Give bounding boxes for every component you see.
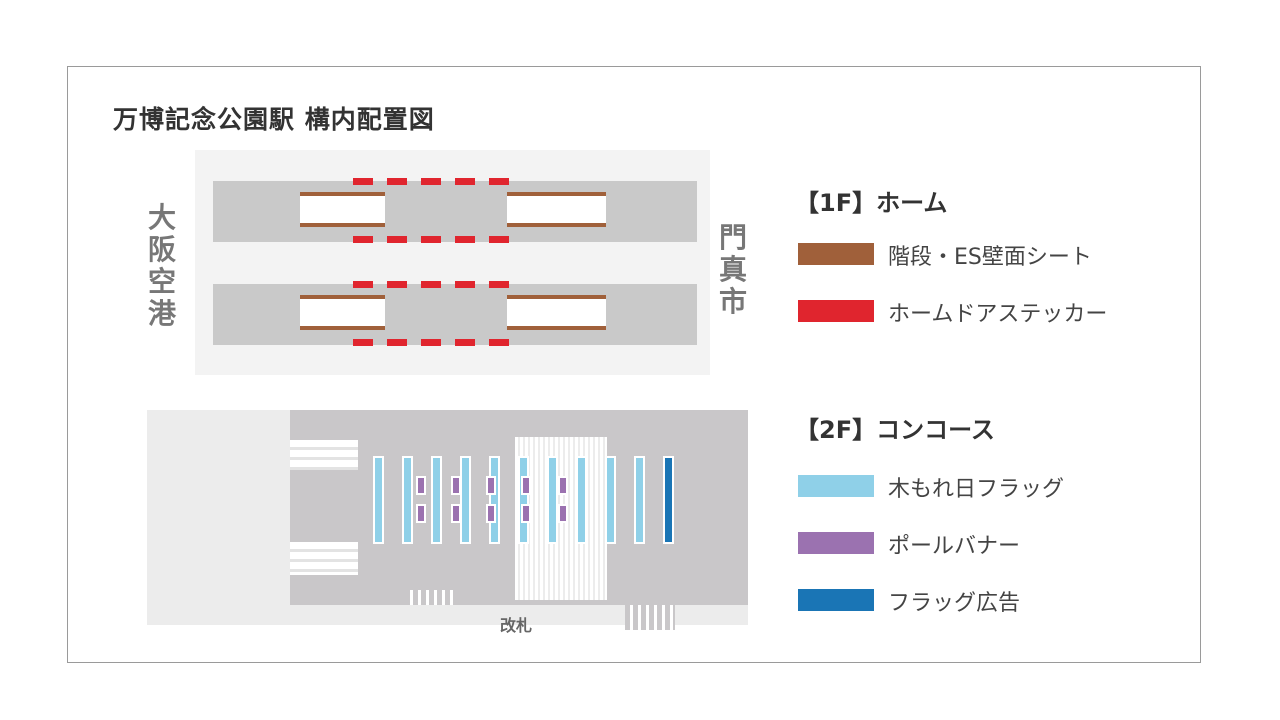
komorebi-flag	[373, 456, 384, 544]
pole-banner	[558, 504, 568, 523]
door-sticker	[421, 281, 441, 288]
door-sticker	[489, 236, 509, 243]
door-sticker	[421, 339, 441, 346]
legend-swatch-pole-banner	[798, 532, 874, 554]
legend-swatch-komorebi-flag	[798, 475, 874, 497]
door-sticker	[455, 236, 475, 243]
legend-label: 階段・ES壁面シート	[888, 245, 1092, 270]
door-sticker	[353, 281, 373, 288]
flag-ad	[663, 456, 674, 544]
komorebi-flag	[547, 456, 558, 544]
pole-banner	[451, 476, 461, 495]
stairs-lower	[290, 542, 358, 575]
station-label-kadoma: 門真市	[718, 221, 747, 318]
door-sticker	[489, 339, 509, 346]
door-sticker	[455, 281, 475, 288]
komorebi-flag	[402, 456, 413, 544]
platform	[213, 284, 697, 345]
gate-label: 改札	[500, 616, 533, 635]
legend-1f-heading: 【1F】ホーム	[795, 189, 948, 217]
pole-banner	[416, 476, 426, 495]
legend-label: ホームドアステッカー	[888, 302, 1108, 327]
komorebi-flag	[634, 456, 645, 544]
pole-banner	[416, 504, 426, 523]
door-sticker	[353, 178, 373, 185]
gate-machines	[625, 605, 675, 630]
stair-opening	[300, 195, 385, 225]
komorebi-flag	[518, 456, 529, 544]
door-sticker	[387, 178, 407, 185]
komorebi-flag	[576, 456, 587, 544]
legend-swatch-wall-sheet	[798, 243, 874, 265]
legend-label: ポールバナー	[888, 534, 1021, 559]
door-sticker	[455, 339, 475, 346]
stair-opening	[507, 298, 606, 328]
legend-swatch-flag-ad	[798, 589, 874, 611]
pole-banner	[486, 476, 496, 495]
door-sticker	[489, 281, 509, 288]
stair-opening	[507, 195, 606, 225]
wall-sheet	[507, 295, 606, 299]
legend-label: フラッグ広告	[888, 591, 1021, 616]
door-sticker	[353, 339, 373, 346]
wall-sheet	[300, 295, 385, 299]
wall-sheet	[300, 223, 385, 227]
wall-sheet	[300, 326, 385, 330]
door-sticker	[387, 281, 407, 288]
legend-label: 木もれ日フラッグ	[888, 477, 1065, 502]
wall-sheet	[507, 192, 606, 196]
wall-sheet	[507, 326, 606, 330]
pole-banner	[521, 504, 531, 523]
komorebi-flag	[431, 456, 442, 544]
gate-machines	[405, 590, 455, 605]
station-label-osaka-airport: 大阪空港	[147, 201, 176, 330]
pole-banner	[486, 504, 496, 523]
pole-banner	[451, 504, 461, 523]
komorebi-flag	[460, 456, 471, 544]
page-title: 万博記念公園駅 構内配置図	[113, 105, 435, 134]
legend-swatch-door-sticker	[798, 300, 874, 322]
stair-opening	[300, 298, 385, 328]
door-sticker	[421, 236, 441, 243]
door-sticker	[455, 178, 475, 185]
pole-banner	[521, 476, 531, 495]
komorebi-flag	[605, 456, 616, 544]
platform	[213, 181, 697, 242]
map-frame	[67, 66, 1201, 663]
wall-sheet	[300, 192, 385, 196]
komorebi-flag	[489, 456, 500, 544]
wall-sheet	[507, 223, 606, 227]
door-sticker	[387, 236, 407, 243]
stairs-upper	[290, 440, 358, 470]
pole-banner	[558, 476, 568, 495]
legend-2f-heading: 【2F】コンコース	[795, 416, 995, 444]
door-sticker	[421, 178, 441, 185]
door-sticker	[489, 178, 509, 185]
door-sticker	[353, 236, 373, 243]
door-sticker	[387, 339, 407, 346]
